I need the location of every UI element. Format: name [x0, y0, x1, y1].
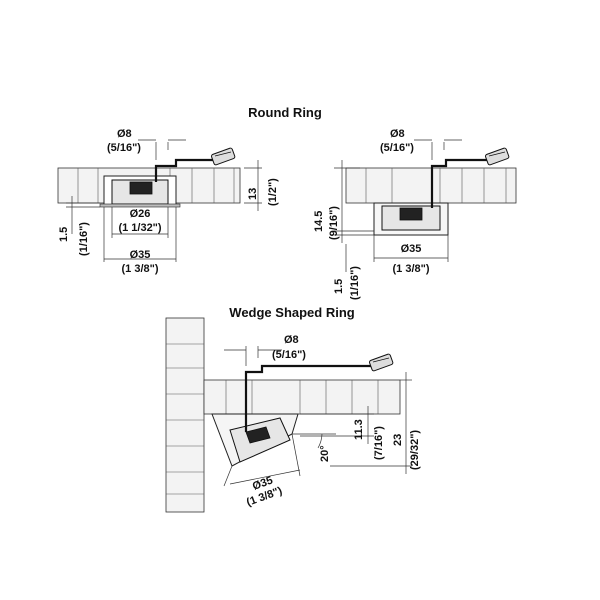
left-hole-dia: Ø35 — [130, 249, 151, 261]
wedge-wire-dia-in: (5/16") — [272, 349, 306, 361]
wedge-wire-dia: Ø8 — [284, 334, 299, 346]
wedge-depth-a: 11.3 — [353, 419, 365, 440]
left-wire-dia-in: (5/16") — [107, 142, 141, 154]
left-ring-dia-in: (1 1/32") — [118, 222, 161, 234]
right-thickness-in: (1/16") — [349, 266, 361, 300]
right-cable — [430, 158, 488, 208]
right-clamp — [399, 207, 423, 221]
wedge-plug-icon — [369, 353, 394, 372]
right-depth-in: (9/16") — [328, 206, 340, 240]
left-ring-dia: Ø26 — [130, 208, 151, 220]
wedge-cable — [244, 364, 372, 432]
wedge-angle: 20° — [319, 445, 331, 462]
wedge-depth-b: 23 — [392, 434, 404, 446]
left-depth: 13 — [247, 188, 259, 200]
right-depth: 14.5 — [313, 211, 325, 232]
left-clamp — [129, 181, 153, 195]
right-wire-dia: Ø8 — [390, 128, 405, 140]
vertical-panel — [165, 317, 205, 513]
right-plug-icon — [485, 147, 510, 166]
left-hole-dia-in: (1 3/8") — [121, 263, 158, 275]
heading-wedge-ring: Wedge Shaped Ring — [229, 305, 354, 320]
right-hole-dia: Ø35 — [401, 243, 422, 255]
round-ring-right-view: Ø8 (5/16") 14.5 (9/16") Ø35 (1 3/8") 1.5… — [313, 128, 517, 300]
right-hole-dia-in: (1 3/8") — [392, 263, 429, 275]
left-wire-dia: Ø8 — [117, 128, 132, 140]
left-plug-icon — [211, 147, 236, 166]
left-cable — [154, 158, 214, 182]
shelf-panel — [203, 379, 401, 415]
left-depth-in: (1/2") — [267, 178, 279, 206]
right-thickness: 1.5 — [333, 279, 345, 294]
wedge-clamp — [245, 426, 271, 444]
heading-round-ring: Round Ring — [248, 105, 322, 120]
wedge-depth-a-in: (7/16") — [373, 426, 385, 460]
wedge-ring-view: Ø8 (5/16") 11.3 (7/16") 23 (29/32") 20° … — [165, 317, 421, 513]
left-thickness: 1.5 — [58, 227, 70, 242]
wedge-depth-b-in: (29/32") — [409, 430, 421, 470]
right-wire-dia-in: (5/16") — [380, 142, 414, 154]
round-ring-left-view: Ø8 (5/16") 13 (1/2") 1.5 (1/16") Ø26 (1 … — [57, 128, 279, 275]
left-thickness-in: (1/16") — [78, 222, 90, 256]
